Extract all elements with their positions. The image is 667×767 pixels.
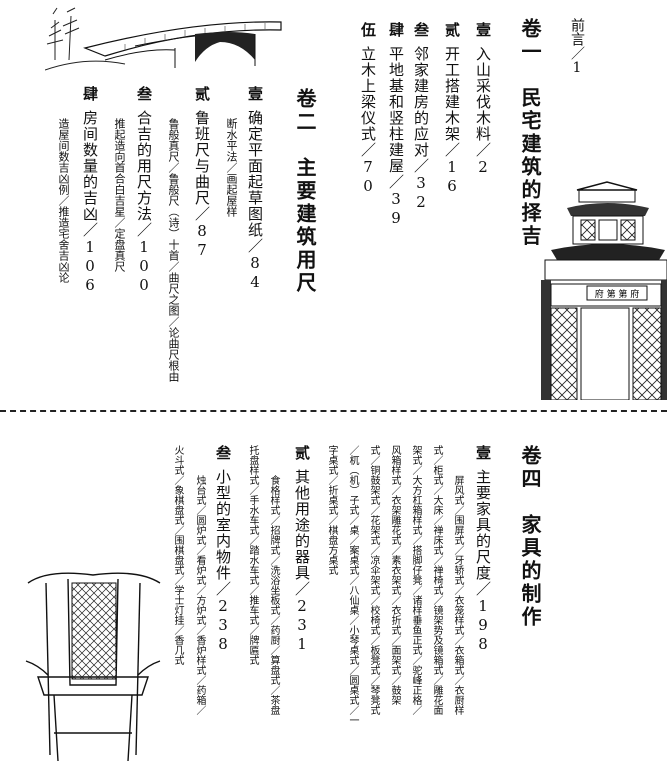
gate-sign-text: 府 第 第 府 bbox=[595, 288, 640, 300]
bridge-illustration bbox=[45, 7, 282, 71]
vol4-item-1[interactable]: 壹主要家具的尺度／198 bbox=[474, 445, 492, 654]
vol1-title: 卷一 民宅建筑的择吉 bbox=[518, 18, 542, 248]
vol1-item-4[interactable]: 肆平地基和竖柱建屋／39 bbox=[387, 22, 405, 228]
vol4-item-2-sub-1: 食格样式／招牌式／洗浴坐板式／药厨／算盘式／茶盘 bbox=[268, 475, 279, 715]
vol4-item-1-sub-5: 式／铜鼓架式／花架式／凉伞架式／校椅式／板凳式／琴凳式 bbox=[368, 445, 379, 715]
vol4-item-1-sub-6: ／杌（机）子式／桌／案桌式／八仙桌／小琴桌式／圆桌式／一 bbox=[347, 445, 358, 725]
section-divider bbox=[0, 410, 667, 412]
vol2-item-3[interactable]: 叁合吉的用尺方法／100 bbox=[135, 86, 153, 295]
vol1-item-5[interactable]: 伍立木上梁仪式／70 bbox=[359, 22, 377, 196]
preface-link[interactable]: 前言／1 bbox=[569, 18, 585, 76]
vol4-item-2[interactable]: 贰其他用途的器具／231 bbox=[293, 445, 311, 654]
vol4-item-1-sub-1: 屏风式／围屏式／牙轿式／衣笼样式／衣箱式／衣厨样 bbox=[452, 475, 463, 715]
gate-illustration: 府 第 第 府 bbox=[541, 181, 667, 400]
vol2-item-1[interactable]: 壹确定平面起草图纸／84 bbox=[246, 86, 264, 292]
vol4-item-3[interactable]: 叁小型的室内物件／238 bbox=[214, 445, 232, 654]
vol2-title: 卷二 主要建筑用尺 bbox=[293, 88, 317, 295]
vol4-item-3-sub-2: 火斗式／象棋盘式／围棋盘式／学士灯挂／香几式 bbox=[172, 445, 183, 665]
vol4-title: 卷四 家具的制作 bbox=[518, 445, 542, 629]
vol4-item-1-sub-3: 架式／大方杠箱样式／搭脚仔凳／诸样垂鱼正式／驼峰正格／ bbox=[410, 445, 421, 715]
vol4-item-1-sub-7: 字桌式／折桌式／棋盘方桌式 bbox=[326, 445, 337, 575]
vol1-item-1[interactable]: 壹入山采伐木料／2 bbox=[474, 22, 492, 177]
vol4-item-2-sub-2: 托盘样式／手水车式／踏水车式／推车式／牌匾式 bbox=[247, 445, 258, 665]
vol2-item-1-sub: 断水平法／画起屋样 bbox=[225, 118, 238, 217]
vol2-item-3-sub: 推起造向首合白吉星／定盘真尺 bbox=[113, 118, 126, 272]
vol1-item-3[interactable]: 叁邻家建房的应对／32 bbox=[412, 22, 430, 212]
vol4-item-3-sub-1: 烛台式／圆炉式／看炉式／方炉式／香炉样式／药箱／ bbox=[194, 475, 205, 715]
vol2-item-4[interactable]: 肆房间数量的吉凶／106 bbox=[81, 86, 99, 295]
vol4-item-1-sub-4: 风箱样式／衣架雕花式／素衣架式／衣折式／面架式／鼓架 bbox=[389, 445, 400, 705]
vol2-item-2-sub: 鲁般真尺／鲁般尺（诗）十首／曲尺之图／论曲尺根由 bbox=[167, 118, 180, 382]
vol1-item-2[interactable]: 贰开工搭建木架／16 bbox=[443, 22, 461, 196]
vol2-item-4-sub: 造屋间数吉凶例／推造宅舍吉凶论 bbox=[57, 118, 70, 283]
vol2-item-2[interactable]: 贰鲁班尺与曲尺／87 bbox=[193, 86, 211, 260]
vol4-item-1-sub-2: 式／柜式／大床／禅床式／禅椅式／镜架势及镜箱式／雕花面 bbox=[431, 445, 442, 715]
chair-illustration bbox=[25, 572, 161, 762]
